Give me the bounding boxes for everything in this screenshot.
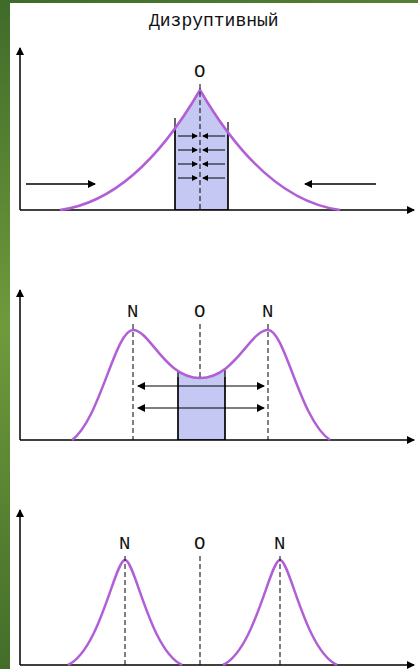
- phenotype-label: O: [194, 535, 205, 554]
- phenotype-label: O: [194, 63, 205, 82]
- phenotype-label: O: [194, 303, 205, 322]
- chart-title: Дизруптивный: [149, 12, 279, 30]
- phenotype-label: N: [119, 535, 130, 554]
- phenotype-label: N: [274, 535, 285, 554]
- phenotype-label: N: [127, 303, 138, 322]
- white-panel: [10, 3, 418, 669]
- phenotype-label: N: [262, 303, 273, 322]
